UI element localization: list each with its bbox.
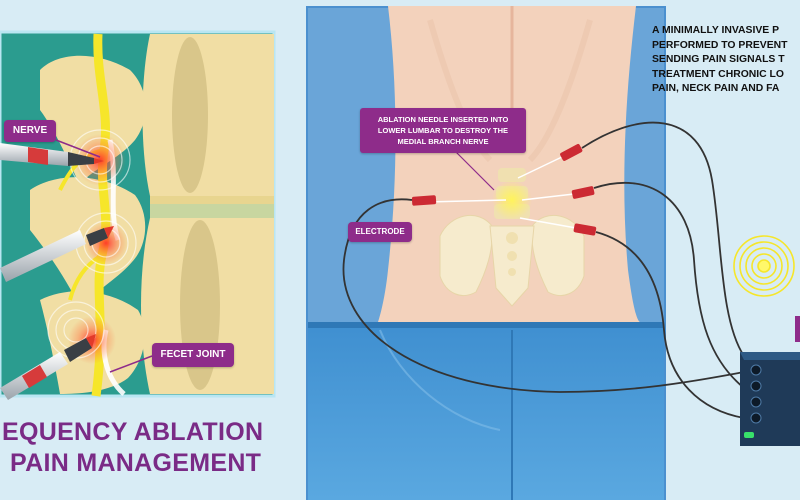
- probe-1: [0, 143, 104, 166]
- nerve-label: NERVE: [4, 120, 56, 142]
- procedure-description: A MINIMALLY INVASIVE P PERFORMED TO PREV…: [652, 24, 800, 97]
- probe-3: [0, 334, 96, 400]
- description-line-5: PAIN, NECK PAIN AND FA: [652, 83, 780, 94]
- title-line-2: PAIN MANAGEMENT: [10, 449, 262, 477]
- description-line-2: PERFORMED TO PREVENT: [652, 39, 788, 51]
- back-view-panel: [306, 6, 666, 500]
- probes: [0, 143, 114, 400]
- facet-joint-label: FECET JOINT: [152, 343, 234, 367]
- description-line-4: TREATMENT CHRONIC LO: [652, 68, 784, 80]
- center-needles: [425, 155, 577, 229]
- ablation-note-line2: LOWER LUMBAR TO DESTROY THE: [377, 126, 509, 135]
- ablation-note-line1: ABLATION NEEDLE INSERTED INTO: [377, 115, 509, 124]
- cables: [342, 121, 745, 419]
- ablation-note: ABLATION NEEDLE INSERTED INTO LOWER LUMB…: [360, 108, 526, 153]
- vertebra-shade-upper: [172, 37, 208, 193]
- electrode-label-text: ELECTRODE: [355, 227, 405, 236]
- power-led: [744, 432, 754, 438]
- electrode-connectors: [411, 144, 597, 236]
- description-line-1: A MINIMALLY INVASIVE P: [652, 25, 780, 36]
- pelvis: [439, 215, 585, 307]
- signal-rings: [733, 235, 795, 297]
- probe-2: [0, 226, 114, 282]
- jeans: [308, 322, 664, 500]
- spine-closeup-panel: [0, 30, 276, 400]
- description-line-3: SENDING PAIN SIGNALS T: [652, 54, 785, 65]
- vertebra-upper: [142, 34, 274, 196]
- ablation-note-line3: MEDIAL BRANCH NERVE: [397, 137, 489, 146]
- rf-generator-device: [740, 316, 800, 446]
- electrode-label: ELECTRODE: [348, 222, 412, 242]
- nerve-path: [91, 33, 111, 397]
- title-line-1: EQUENCY ABLATION: [2, 418, 264, 446]
- target-glow: [492, 180, 532, 220]
